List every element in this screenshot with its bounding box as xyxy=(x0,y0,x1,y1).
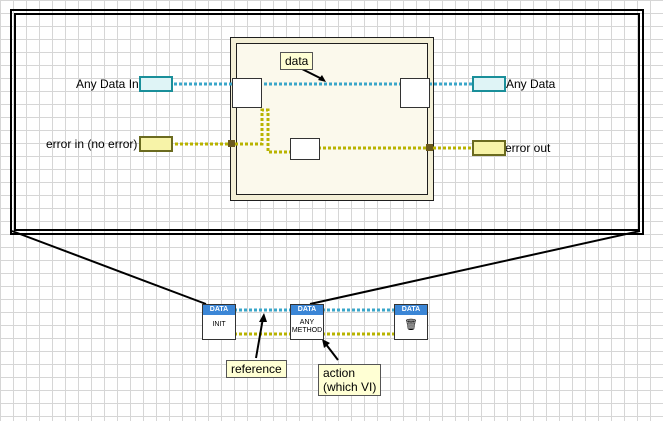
zoom-frame-inner xyxy=(14,13,640,231)
init-body: INIT xyxy=(212,321,226,328)
unbundle-node-icon[interactable] xyxy=(232,78,262,108)
error-tunnel-out xyxy=(426,144,433,151)
data-init-vi[interactable]: DATA INIT xyxy=(202,304,236,340)
init-header: DATA xyxy=(203,305,235,315)
any-data-in-terminal[interactable] xyxy=(139,76,173,92)
reference-note: reference xyxy=(226,360,287,378)
error-tunnel-in xyxy=(228,140,235,147)
method-header: DATA xyxy=(291,305,323,315)
error-out-terminal[interactable] xyxy=(472,140,506,156)
method-body-line1: ANY xyxy=(299,319,315,326)
any-data-out-label: Any Data xyxy=(506,77,556,91)
data-any-method-vi[interactable]: DATA ANY METHOD xyxy=(290,304,324,340)
error-in-terminal[interactable] xyxy=(139,136,173,152)
any-data-in-label: Any Data In xyxy=(76,77,139,91)
action-note-line1: action xyxy=(323,366,356,380)
data-delete-vi[interactable]: DATA 🗑 xyxy=(394,304,428,340)
trash-icon: 🗑 xyxy=(404,319,418,331)
action-note-line2: (which VI) xyxy=(323,380,377,394)
data-note: data xyxy=(280,52,314,70)
any-data-out-terminal[interactable] xyxy=(472,76,506,92)
merge-errors-icon[interactable] xyxy=(290,138,320,160)
zoom-frame-outer xyxy=(10,9,644,235)
delete-header: DATA xyxy=(395,305,427,315)
action-note: action (which VI) xyxy=(318,364,382,396)
method-body-line2: METHOD xyxy=(291,327,323,334)
error-out-label: error out xyxy=(505,141,551,155)
bundle-node-icon[interactable] xyxy=(400,78,430,108)
error-in-label: error in (no error) xyxy=(46,137,138,151)
